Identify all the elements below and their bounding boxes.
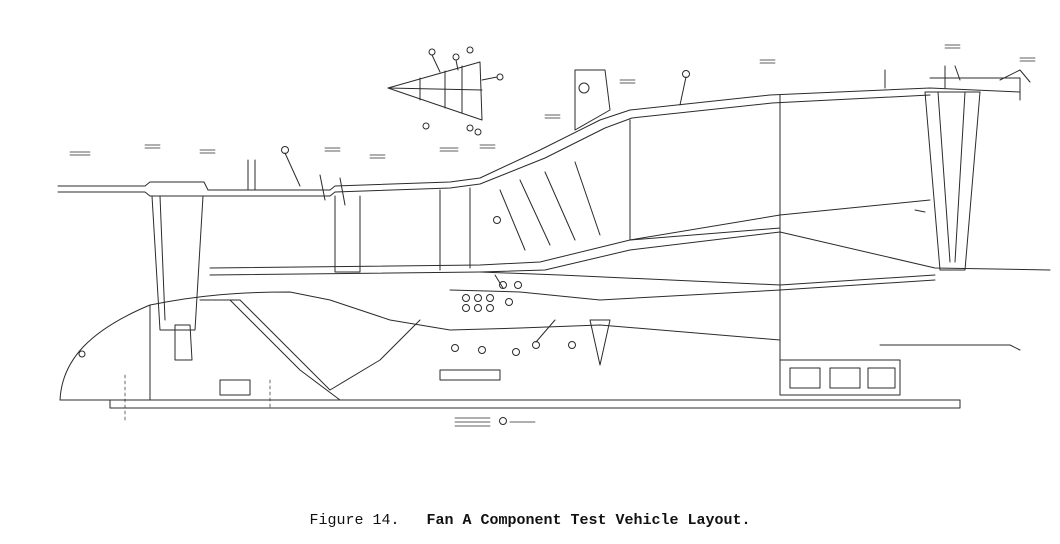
nose-cone [59,291,961,401]
station-marks [69,44,1036,427]
outer-casing [57,65,1031,197]
section-detail-inset [387,46,504,136]
shaft-assembly [109,319,1021,409]
callout-balloons [281,70,690,425]
stator-vanes [334,119,631,273]
front-blade-row [151,159,346,331]
figure-title: Fan A Component Test Vehicle Layout. [426,512,751,529]
figure-number: Figure 14. [309,512,400,529]
rear-blade [914,91,981,271]
figure-caption: Figure 14. Fan A Component Test Vehicle … [0,512,1060,529]
reference-lines [124,374,271,421]
flow-path [209,94,1051,361]
